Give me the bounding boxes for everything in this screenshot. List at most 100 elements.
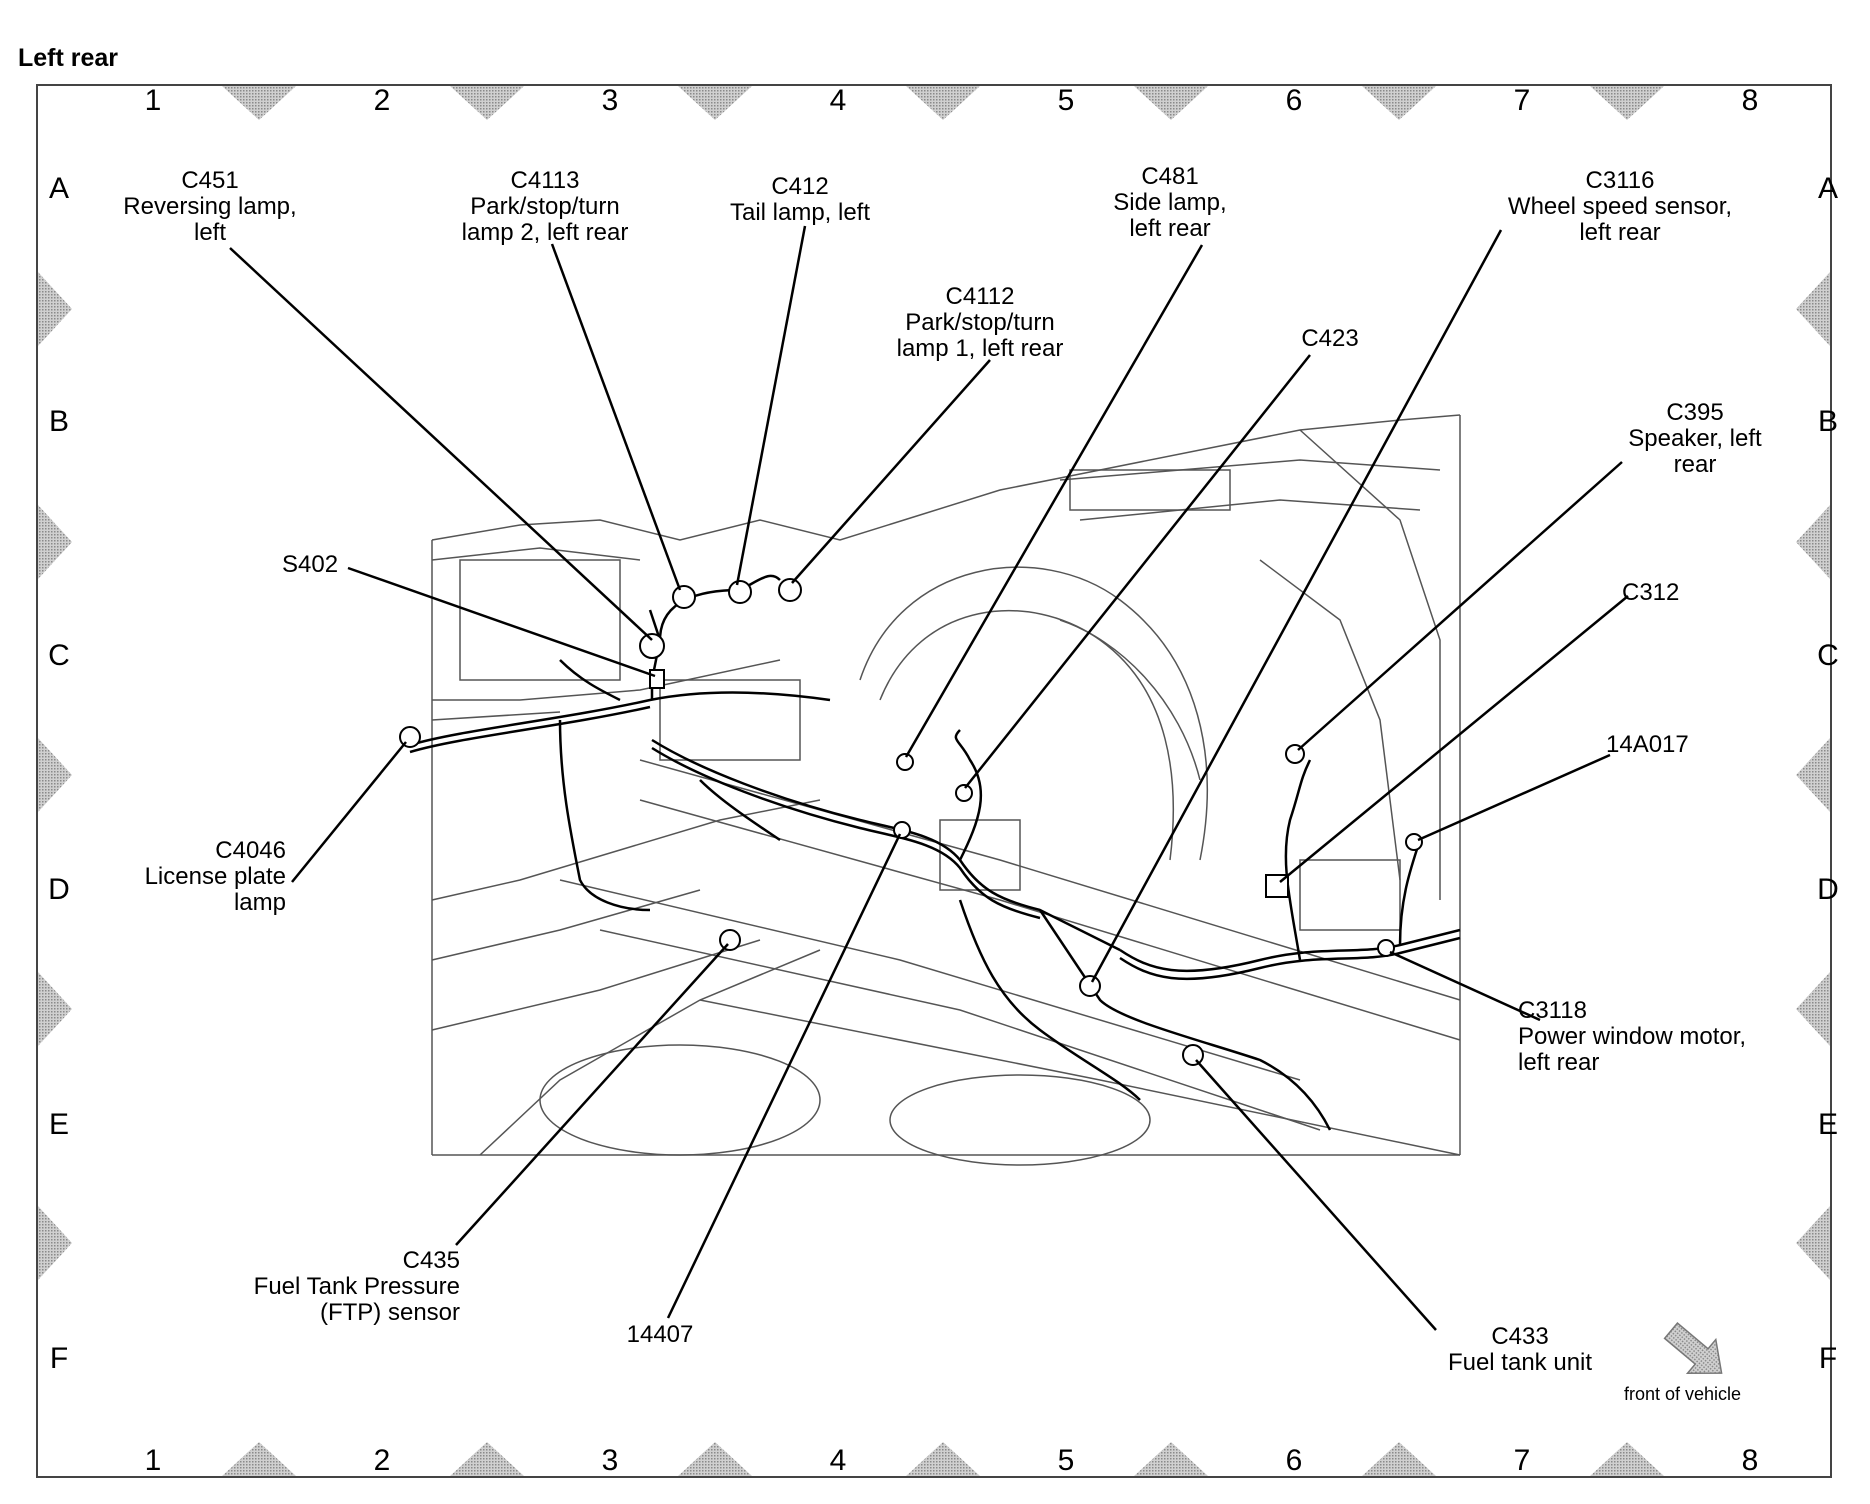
callout-c451-code: C451 bbox=[181, 167, 239, 194]
leader-c312 bbox=[1279, 595, 1629, 883]
grid-row-left-d: D bbox=[48, 873, 70, 906]
callout-c4112-desc2: lamp 1, left rear bbox=[896, 335, 1064, 362]
grid-markers-top bbox=[222, 86, 1664, 120]
callout-c481-desc1: Side lamp, bbox=[1113, 189, 1227, 216]
grid-row-right-e: E bbox=[1817, 1108, 1838, 1141]
diagram-frame bbox=[36, 84, 1832, 1478]
callout-c4112-code: C4112 bbox=[945, 283, 1015, 310]
callout-c481: C481 Side lamp, left rear bbox=[1075, 164, 1265, 242]
callout-c481-code: C481 bbox=[1141, 163, 1199, 190]
callout-c3116-desc1: Wheel speed sensor, bbox=[1507, 193, 1733, 220]
grid-col-top-6: 6 bbox=[1285, 84, 1303, 117]
callout-14407: 14407 bbox=[610, 1322, 710, 1348]
front-of-vehicle-label: front of vehicle bbox=[1624, 1384, 1742, 1404]
leader-c4112 bbox=[791, 359, 991, 584]
callout-c312: C312 bbox=[1622, 580, 1679, 606]
callout-c4113-desc2: lamp 2, left rear bbox=[461, 219, 629, 246]
callout-c433-code: C433 bbox=[1491, 1323, 1549, 1350]
grid-col-top-2: 2 bbox=[373, 84, 391, 117]
callout-c435-desc2: (FTP) sensor bbox=[319, 1299, 460, 1326]
callout-c412-code: C412 bbox=[771, 173, 829, 200]
grid-col-bottom-6: 6 bbox=[1285, 1444, 1303, 1477]
callout-c435: C435 Fuel Tank Pressure (FTP) sensor bbox=[200, 1248, 460, 1326]
callout-c3116: C3116 Wheel speed sensor, left rear bbox=[1480, 168, 1760, 246]
grid-col-top-4: 4 bbox=[829, 84, 847, 117]
grid-markers-left bbox=[38, 272, 72, 1280]
grid-col-bottom-3: 3 bbox=[601, 1444, 619, 1477]
grid-col-top-7: 7 bbox=[1513, 84, 1531, 117]
callout-c451: C451 Reversing lamp, left bbox=[110, 168, 310, 246]
leader-lines bbox=[229, 225, 1629, 1331]
callout-14407-code: 14407 bbox=[626, 1321, 694, 1348]
leader-c451 bbox=[229, 247, 653, 641]
callout-c481-desc2: left rear bbox=[1129, 215, 1211, 242]
leader-14a017 bbox=[1417, 753, 1611, 842]
leader-c4113 bbox=[550, 243, 682, 591]
callout-14a017: 14A017 bbox=[1606, 732, 1689, 758]
callout-s402: S402 bbox=[282, 552, 338, 578]
callout-c3118-desc2: left rear bbox=[1518, 1049, 1600, 1076]
callout-c4046-code: C4046 bbox=[215, 837, 286, 864]
grid-row-right-d: D bbox=[1817, 873, 1839, 906]
callout-c3116-desc2: left rear bbox=[1579, 219, 1661, 246]
leader-c3118 bbox=[1389, 950, 1541, 1022]
callout-c4046-desc1: License plate bbox=[144, 863, 286, 890]
callout-c4113: C4113 Park/stop/turn lamp 2, left rear bbox=[440, 168, 650, 246]
callout-c395-desc1: Speaker, left bbox=[1628, 425, 1762, 452]
callout-c423-code: C423 bbox=[1301, 325, 1359, 352]
leader-c433 bbox=[1195, 1059, 1437, 1331]
callout-c3118-code: C3118 bbox=[1518, 997, 1587, 1024]
leader-c4046 bbox=[291, 741, 407, 883]
grid-row-right-a: A bbox=[1817, 172, 1838, 205]
grid-row-left-f: F bbox=[49, 1342, 69, 1375]
leader-14407 bbox=[666, 833, 902, 1319]
grid-col-bottom-4: 4 bbox=[829, 1444, 847, 1477]
grid-col-top-3: 3 bbox=[601, 84, 619, 117]
callout-c4113-desc1: Park/stop/turn bbox=[470, 193, 620, 220]
leader-c423 bbox=[964, 354, 1311, 789]
callout-c4112: C4112 Park/stop/turn lamp 1, left rear bbox=[880, 284, 1080, 362]
callout-14a017-code: 14A017 bbox=[1606, 731, 1689, 758]
connector-bodies bbox=[399, 578, 1423, 1066]
callout-c4113-code: C4113 bbox=[510, 167, 580, 194]
callout-c412: C412 Tail lamp, left bbox=[700, 174, 900, 226]
page-title: Left rear bbox=[18, 44, 119, 72]
grid-col-bottom-2: 2 bbox=[373, 1444, 391, 1477]
callout-c412-desc1: Tail lamp, left bbox=[729, 199, 871, 226]
callout-c3118: C3118 Power window motor, left rear bbox=[1518, 998, 1746, 1076]
grid-col-bottom-8: 8 bbox=[1741, 1444, 1759, 1477]
callout-c435-code: C435 bbox=[402, 1247, 460, 1274]
grid-row-left-a: A bbox=[48, 172, 69, 205]
grid-markers-bottom bbox=[222, 1442, 1664, 1476]
callout-c433: C433 Fuel tank unit bbox=[1420, 1324, 1620, 1376]
grid-col-top-1: 1 bbox=[144, 84, 162, 117]
callout-c451-desc1: Reversing lamp, bbox=[123, 193, 297, 220]
leader-s402 bbox=[347, 566, 656, 678]
callout-s402-code: S402 bbox=[282, 551, 339, 578]
grid-row-right-c: C bbox=[1817, 639, 1839, 672]
grid-col-bottom-5: 5 bbox=[1057, 1444, 1075, 1477]
leader-c435 bbox=[455, 943, 729, 1246]
callout-c4046-desc2: lamp bbox=[233, 889, 286, 916]
callout-c4046: C4046 License plate lamp bbox=[100, 838, 286, 916]
callout-c433-desc1: Fuel tank unit bbox=[1447, 1349, 1593, 1376]
callout-c3116-code: C3116 bbox=[1585, 167, 1655, 194]
leader-c412 bbox=[735, 225, 807, 586]
grid-row-right-f: F bbox=[1818, 1342, 1838, 1375]
callout-c3118-desc1: Power window motor, bbox=[1518, 1023, 1747, 1050]
front-of-vehicle-arrow-icon bbox=[1663, 1321, 1723, 1375]
callout-c451-desc2: left bbox=[193, 219, 226, 246]
grid-col-bottom-7: 7 bbox=[1513, 1444, 1531, 1477]
callout-c4112-desc1: Park/stop/turn bbox=[905, 309, 1055, 336]
grid-col-top-8: 8 bbox=[1741, 84, 1759, 117]
callout-c312-code: C312 bbox=[1622, 579, 1680, 606]
callout-c395: C395 Speaker, left rear bbox=[1600, 400, 1790, 478]
grid-col-top-5: 5 bbox=[1057, 84, 1075, 117]
grid-row-left-e: E bbox=[48, 1108, 69, 1141]
vehicle-rear-drawing bbox=[431, 414, 1461, 1166]
grid-row-right-b: B bbox=[1817, 405, 1838, 438]
callout-c395-code: C395 bbox=[1666, 399, 1724, 426]
grid-col-bottom-1: 1 bbox=[144, 1444, 162, 1477]
callout-c435-desc1: Fuel Tank Pressure bbox=[253, 1273, 460, 1300]
